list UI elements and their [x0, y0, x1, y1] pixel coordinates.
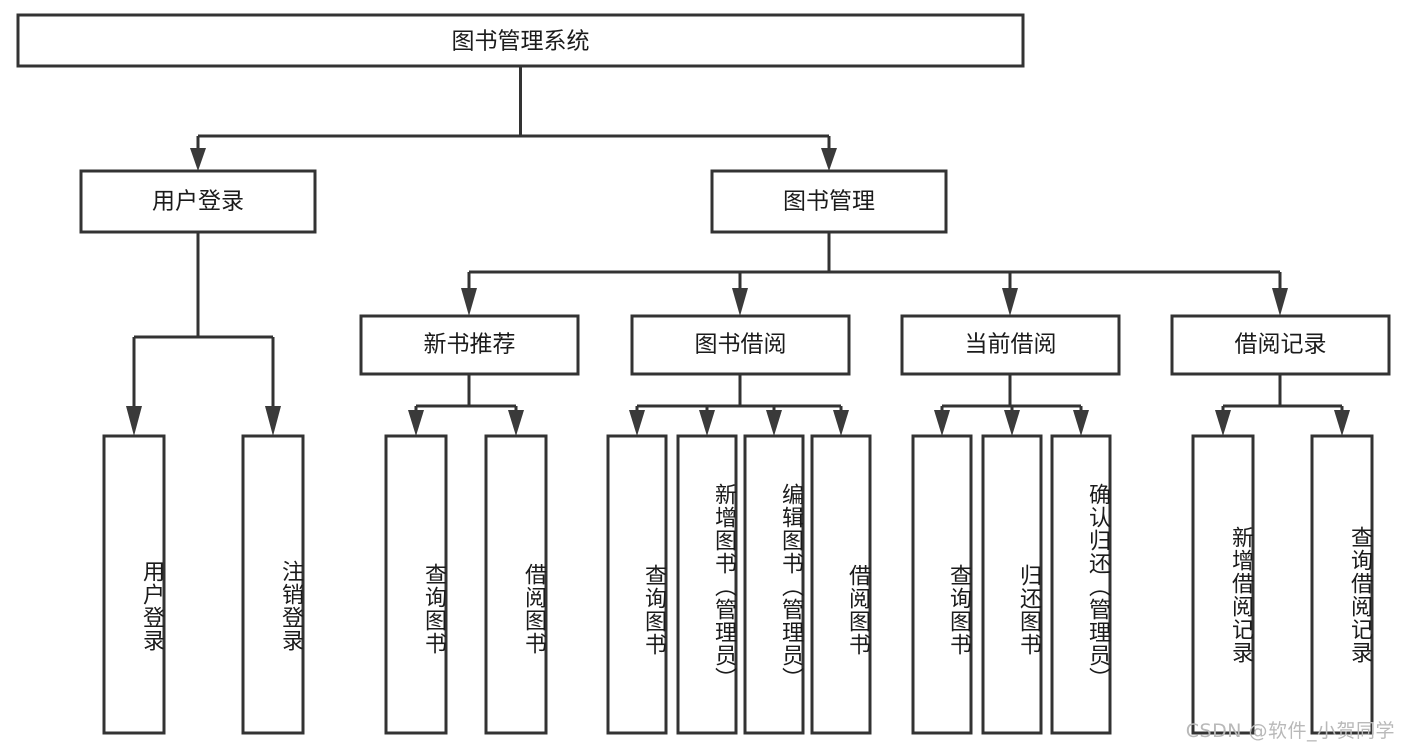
arrow-head-book-management: [821, 148, 837, 171]
node-new-book-recommend[interactable]: 新书推荐: [359, 314, 580, 376]
arrow-head-current-borrow: [1002, 288, 1018, 316]
node-leaf-add-book-admin[interactable]: [676, 434, 738, 735]
node-leaf-borrow-book-box[interactable]: [810, 434, 872, 735]
node-leaf-query-book-recommend-box[interactable]: [384, 434, 448, 735]
arrow-head-leaf-confirm-return-admin: [1073, 410, 1089, 436]
arrow-head-leaf-add-book-admin: [699, 410, 715, 436]
node-book-management-box[interactable]: [710, 169, 948, 234]
arrow-head-leaf-add-borrow-record: [1215, 410, 1231, 436]
node-leaf-query-book-current-box[interactable]: [911, 434, 973, 735]
connector-group-root: [190, 66, 837, 171]
watermark-text: CSDN @软件_小贺同学: [1185, 720, 1395, 742]
arrow-head-leaf-logout: [265, 406, 281, 436]
node-leaf-query-book-borrow[interactable]: [606, 434, 668, 735]
node-leaf-add-borrow-record-box[interactable]: [1191, 434, 1255, 735]
node-leaf-logout-box[interactable]: [241, 434, 305, 735]
arrow-head-leaf-borrow-book-recommend: [508, 410, 524, 436]
node-borrow-records-label: 借阅记录: [1235, 332, 1327, 358]
arrow-head-leaf-query-book-recommend: [408, 410, 424, 436]
node-leaf-edit-book-admin-box[interactable]: [743, 434, 805, 735]
node-user-login-label: 用户登录: [152, 189, 244, 215]
node-leaf-query-book-current[interactable]: [911, 434, 973, 735]
node-leaf-return-book[interactable]: [981, 434, 1043, 735]
node-current-borrow-box[interactable]: [900, 314, 1121, 376]
arrow-head-book-borrow: [732, 288, 748, 316]
node-book-borrow[interactable]: 图书借阅: [630, 314, 851, 376]
node-new-book-recommend-label: 新书推荐: [424, 332, 516, 358]
node-leaf-query-book-borrow-box[interactable]: [606, 434, 668, 735]
node-leaf-query-borrow-record[interactable]: [1310, 434, 1374, 735]
arrow-head-leaf-query-book-current: [934, 410, 950, 436]
node-user-login[interactable]: 用户登录: [79, 169, 317, 234]
arrow-head-new-book-recommend: [461, 288, 477, 316]
node-leaf-user-login[interactable]: [102, 434, 166, 735]
arrow-head-leaf-user-login: [126, 406, 142, 436]
node-current-borrow-label: 当前借阅: [965, 332, 1057, 358]
node-leaf-add-book-admin-box[interactable]: [676, 434, 738, 735]
node-leaf-confirm-return-admin-box[interactable]: [1050, 434, 1112, 735]
node-leaf-borrow-book[interactable]: [810, 434, 872, 735]
node-leaf-confirm-return-admin[interactable]: [1050, 434, 1112, 735]
node-leaf-query-book-recommend[interactable]: [384, 434, 448, 735]
arrow-head-leaf-edit-book-admin: [766, 410, 782, 436]
connector-group-new-book-recommend: [408, 374, 524, 436]
node-new-book-recommend-box[interactable]: [359, 314, 580, 376]
node-leaf-edit-book-admin[interactable]: [743, 434, 805, 735]
arrow-head-leaf-query-book-borrow: [629, 410, 645, 436]
connector-group-user-login: [126, 232, 281, 436]
connector-group-borrow-records: [1215, 374, 1350, 436]
node-leaf-user-login-box[interactable]: [102, 434, 166, 735]
connector-group-book-management: [461, 232, 1288, 316]
node-borrow-records-box[interactable]: [1170, 314, 1391, 376]
node-book-management[interactable]: 图书管理: [710, 169, 948, 234]
arrow-head-leaf-query-borrow-record: [1334, 410, 1350, 436]
node-book-borrow-label: 图书借阅: [695, 332, 787, 358]
node-root-box[interactable]: [16, 13, 1025, 68]
arrow-head-leaf-return-book: [1004, 410, 1020, 436]
arrow-head-user-login: [190, 148, 206, 171]
arrow-head-borrow-records: [1272, 288, 1288, 316]
node-leaf-borrow-book-recommend[interactable]: [484, 434, 548, 735]
node-borrow-records[interactable]: 借阅记录: [1170, 314, 1391, 376]
node-book-management-label: 图书管理: [783, 189, 875, 215]
node-leaf-query-borrow-record-box[interactable]: [1310, 434, 1374, 735]
node-leaf-borrow-book-recommend-box[interactable]: [484, 434, 548, 735]
node-leaf-logout[interactable]: [241, 434, 305, 735]
arrow-head-leaf-borrow-book: [833, 410, 849, 436]
node-root[interactable]: 图书管理系统: [16, 13, 1025, 68]
connector-group-book-borrow: [629, 374, 849, 436]
node-leaf-return-book-box[interactable]: [981, 434, 1043, 735]
node-root-label: 图书管理系统: [452, 29, 590, 55]
node-book-borrow-box[interactable]: [630, 314, 851, 376]
node-leaf-add-borrow-record[interactable]: [1191, 434, 1255, 735]
node-current-borrow[interactable]: 当前借阅: [900, 314, 1121, 376]
connector-group-current-borrow: [934, 374, 1089, 436]
node-user-login-box[interactable]: [79, 169, 317, 234]
